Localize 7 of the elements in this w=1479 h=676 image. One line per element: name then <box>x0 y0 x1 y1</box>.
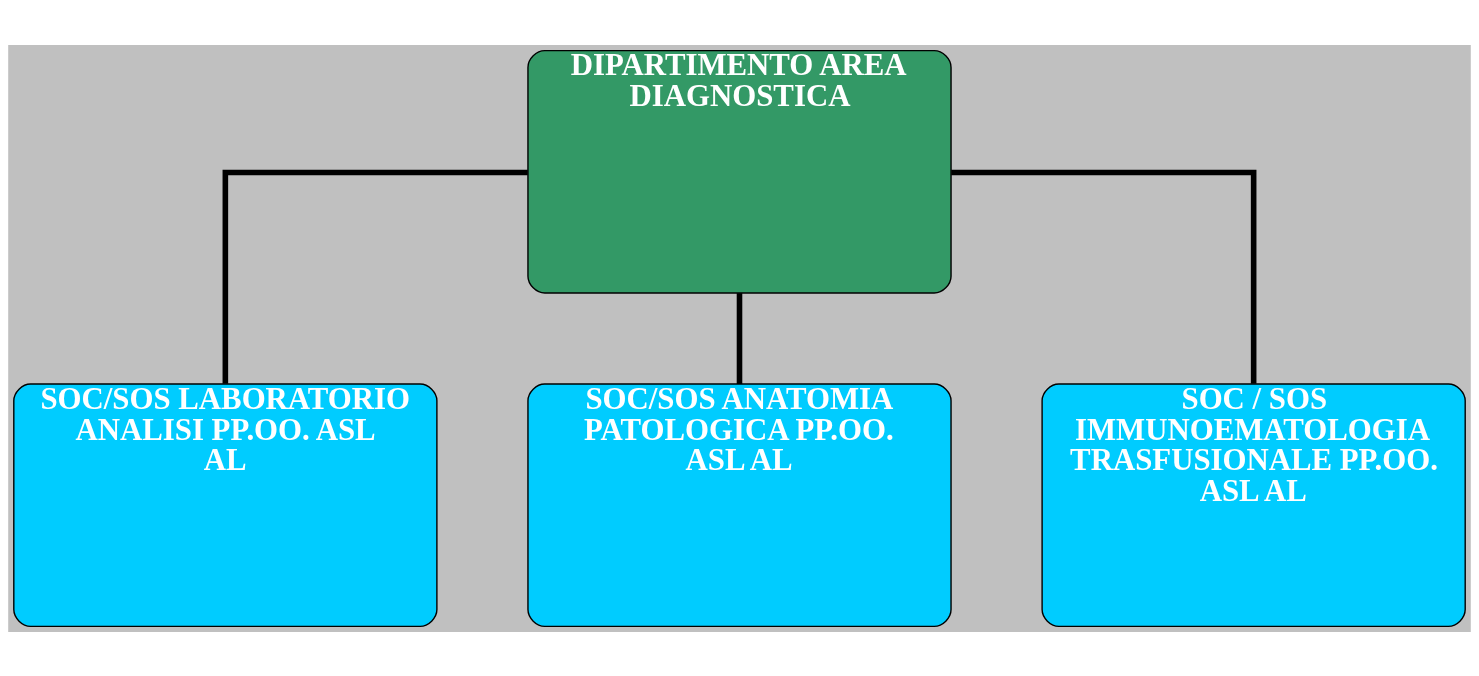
node-box: SOC/SOS ANATOMIA PATOLOGICA PP.OO. ASL AL <box>527 382 952 627</box>
node-box: DIPARTIMENTO AREA DIAGNOSTICA <box>527 49 952 294</box>
connector <box>736 292 743 384</box>
connector <box>951 169 1257 384</box>
node-box: SOC / SOS IMMUNOEMATOLOGIA TRASFUSIONALE PP.OO. ASL AL <box>1041 382 1466 627</box>
node-box: SOC/SOS LABORATORIO ANALISI PP.OO. ASL AL <box>13 382 438 627</box>
connector <box>222 169 528 384</box>
